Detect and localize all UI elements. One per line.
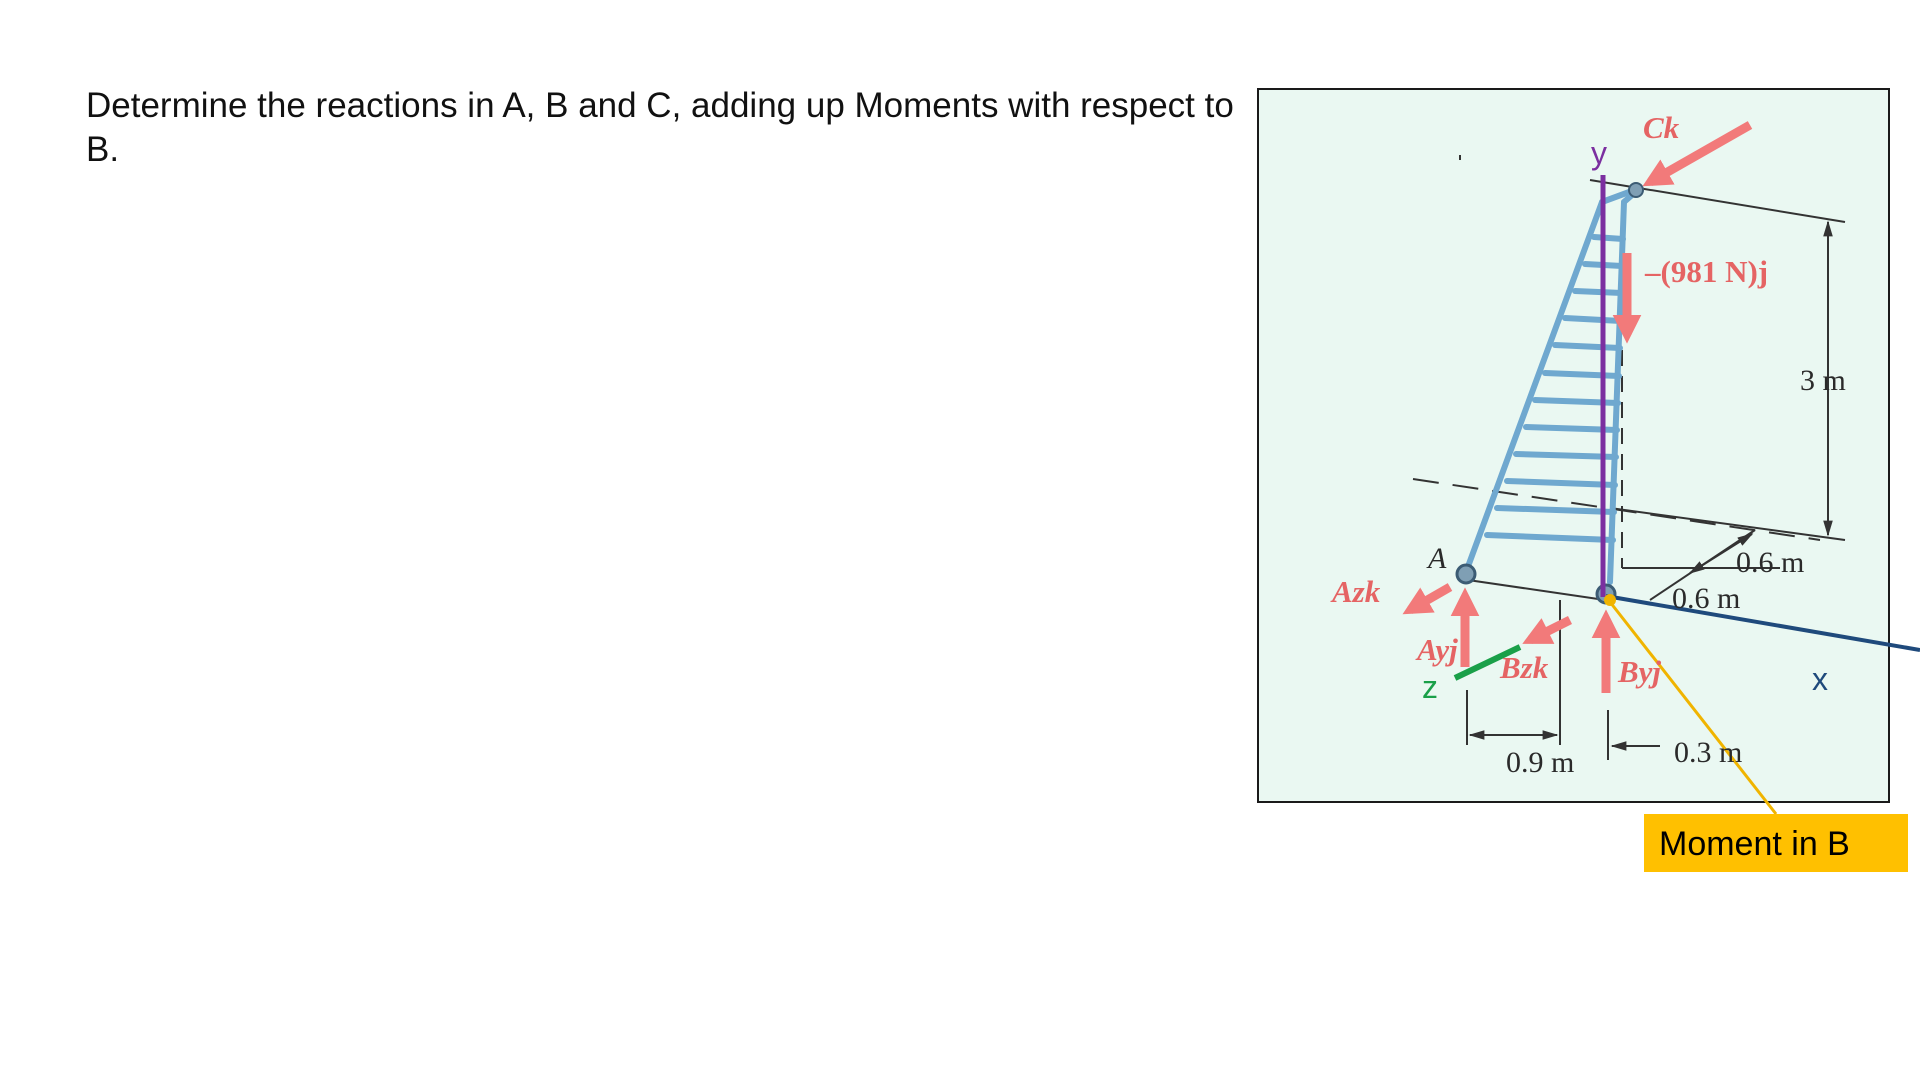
contact-c [1628,182,1644,198]
force-arrows [1402,121,1753,693]
label-0-6-top: 0.6 m [1736,546,1804,579]
axis-label-z: z [1422,669,1438,705]
problem-statement: Determine the reactions in A, B and C, a… [86,86,1234,169]
label-0-6-bottom: 0.6 m [1672,582,1740,615]
label-ayj: Ayj [1415,632,1458,667]
axis-label-y: y [1591,135,1607,171]
label-0-3: 0.3 m [1674,736,1742,769]
label-byj: Byj [1617,654,1661,689]
label-bzk: Bzk [1499,650,1549,685]
callout-label: Moment in B [1659,825,1850,863]
label-a: A [1426,542,1447,575]
dimension-0-6-arrow [1688,533,1754,574]
axis-label-x: x [1812,661,1828,697]
label-weight: –(981 N)j [1644,254,1768,289]
figure-panel [1257,88,1890,803]
x-axis [1605,594,1920,652]
label-3m: 3 m [1800,364,1846,397]
z-axis [1453,644,1522,681]
callout-box [1644,814,1908,872]
label-azk: Azk [1330,574,1381,609]
label-ck: Ck [1643,110,1680,145]
support-a [1455,563,1477,585]
moment-point-marker [1604,594,1616,606]
label-0-9: 0.9 m [1506,746,1574,779]
callout-pointer [1608,601,1778,815]
